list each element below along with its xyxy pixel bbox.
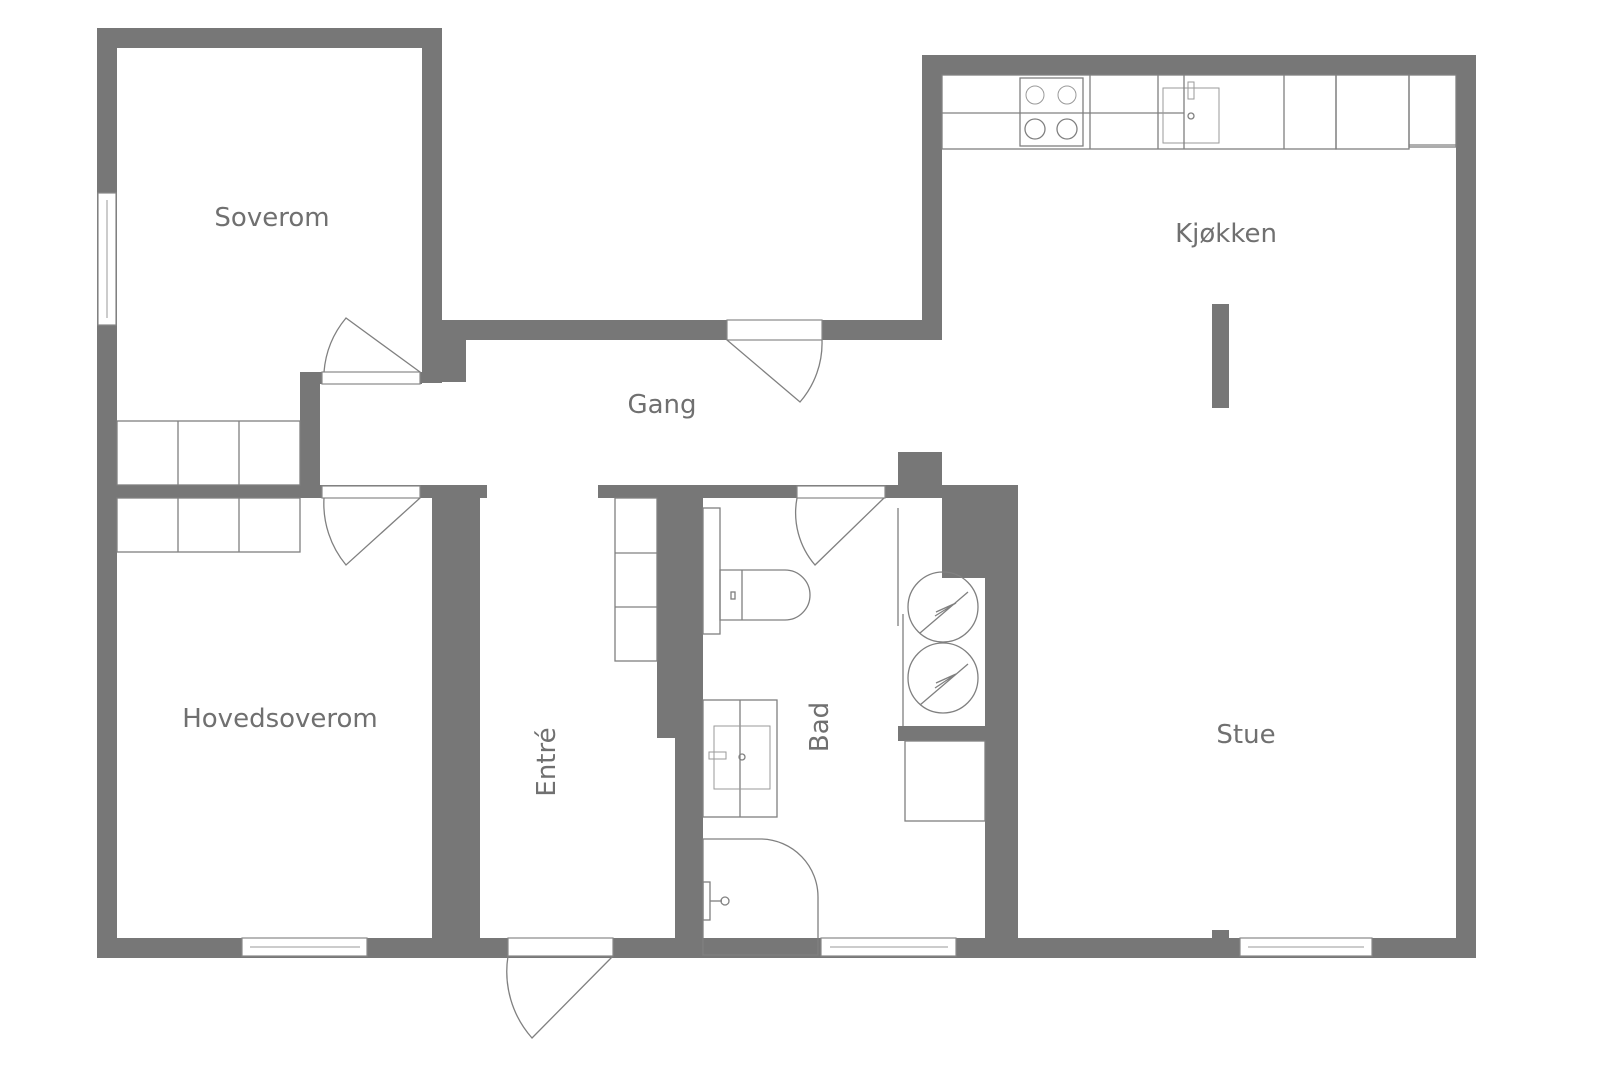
stove-icon bbox=[1019, 75, 1091, 149]
kitchen-sink-icon bbox=[1162, 81, 1220, 144]
room-label-gang: Gang bbox=[627, 390, 697, 420]
wardrobe-icon bbox=[116, 420, 658, 662]
room-label-kjokken: Kjøkken bbox=[1175, 219, 1277, 249]
laundry-closet bbox=[897, 508, 986, 822]
room-label-bad: Bad bbox=[805, 701, 835, 753]
walls bbox=[97, 28, 1476, 958]
doors bbox=[321, 317, 886, 1039]
kitchen-counter bbox=[941, 74, 1457, 150]
windows bbox=[97, 192, 1373, 957]
washer-icon bbox=[907, 571, 979, 643]
bathroom-sink-icon bbox=[702, 699, 778, 818]
dryer-icon bbox=[907, 642, 979, 714]
room-label-hovedsoverom: Hovedsoverom bbox=[182, 704, 378, 734]
room-label-entre: Entré bbox=[532, 727, 562, 797]
toilet-icon bbox=[702, 507, 811, 635]
shower-icon bbox=[702, 838, 819, 956]
room-label-soverom: Soverom bbox=[214, 203, 330, 233]
room-label-stue: Stue bbox=[1216, 720, 1276, 750]
